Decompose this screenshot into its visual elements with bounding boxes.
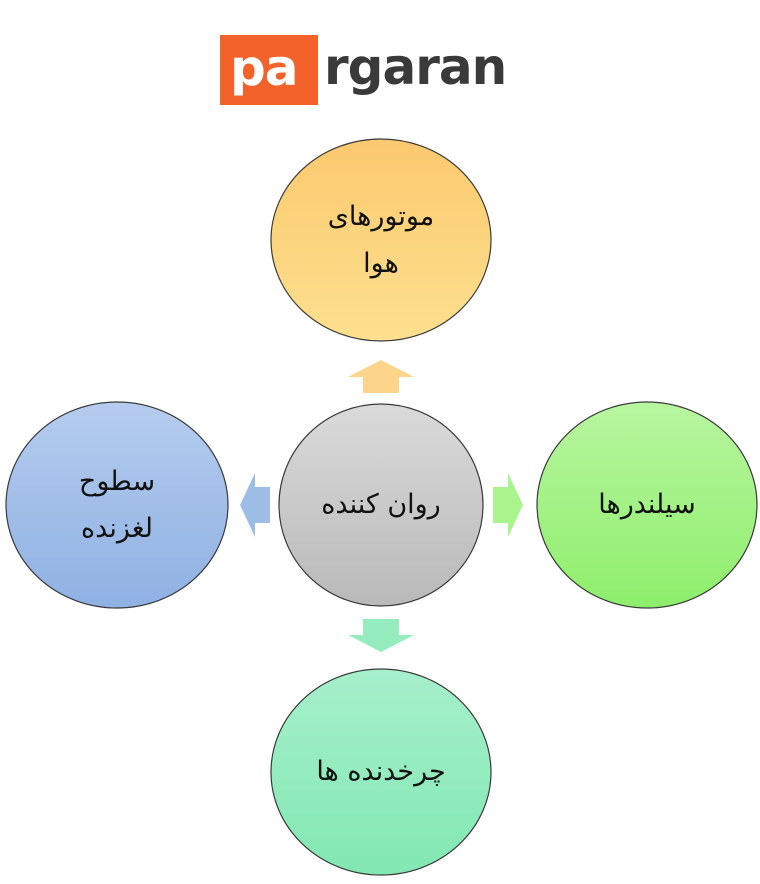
node-center-label: روان کننده — [321, 489, 441, 521]
node-bottom-label: چرخدنده ها — [316, 756, 446, 788]
node-right-label: سیلندرها — [598, 489, 696, 521]
node-center-circle — [278, 403, 484, 607]
logo-wordmark: rgaran — [324, 38, 507, 96]
node-top-label: موتورهای هوا — [327, 200, 435, 279]
logo-badge-text: pa — [230, 39, 299, 97]
arrow-right — [493, 473, 523, 537]
node-left-label: سطوح لغزنده — [78, 465, 156, 544]
logo-badge: pa — [220, 35, 318, 105]
arrow-left — [240, 473, 270, 537]
arrow-up — [348, 360, 414, 393]
node-bottom-circle — [270, 668, 492, 876]
arrow-down — [348, 619, 414, 652]
pargaran-logo: pa rgaran — [220, 35, 507, 105]
node-top-circle — [270, 138, 492, 342]
node-right-circle — [536, 401, 758, 609]
node-left-circle — [5, 401, 229, 609]
